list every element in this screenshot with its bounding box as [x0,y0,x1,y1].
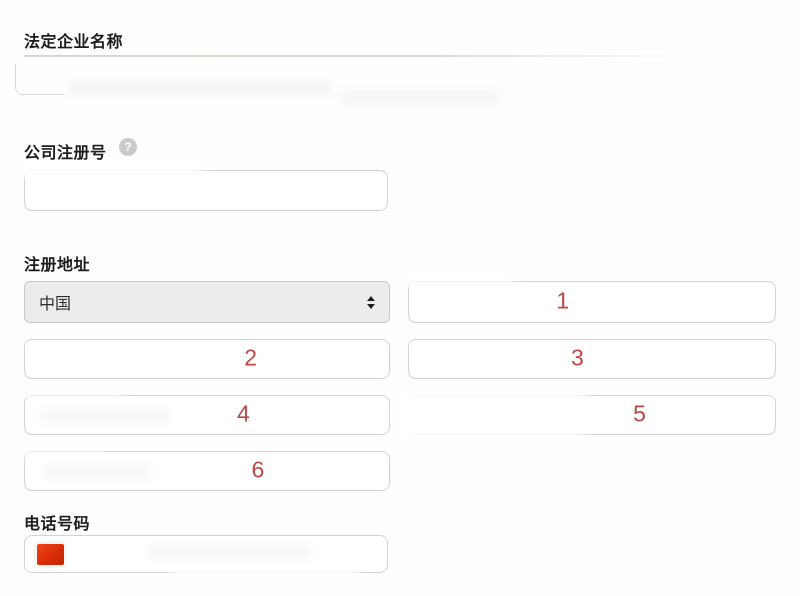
address-input-6[interactable]: 6 [24,451,390,491]
blur-artifact [340,93,500,102]
address-input-5[interactable]: 5 [408,395,776,435]
country-select-value: 中国 [39,296,72,313]
address-input-4[interactable]: 4 [24,395,390,435]
company-reg-input[interactable] [24,170,388,211]
phone-input[interactable] [24,535,388,573]
legal-name-label: 法定企业名称 [24,34,124,51]
address-input-2[interactable]: 2 [24,339,390,379]
field-annotation: 5 [633,400,646,427]
reg-address-label: 注册地址 [24,257,91,274]
field-annotation: 3 [570,344,584,371]
divider [24,55,690,57]
address-input-3[interactable]: 3 [408,339,776,379]
country-select[interactable]: 中国 [24,281,390,323]
china-flag-icon[interactable] [37,544,64,565]
company-reg-label: 公司注册号 [24,145,107,162]
blur-artifact [70,84,330,93]
field-annotation: 2 [244,344,258,371]
address-input-1[interactable]: 1 [408,281,776,323]
question-mark-glyph: ? [124,140,132,154]
help-icon[interactable]: ? [119,138,137,156]
field-annotation: 4 [236,400,250,427]
phone-label: 电话号码 [24,516,91,533]
field-annotation: 1 [556,287,570,314]
legal-name-input[interactable] [15,64,64,95]
field-annotation: 6 [251,456,265,483]
up-down-arrows-icon [367,295,375,309]
